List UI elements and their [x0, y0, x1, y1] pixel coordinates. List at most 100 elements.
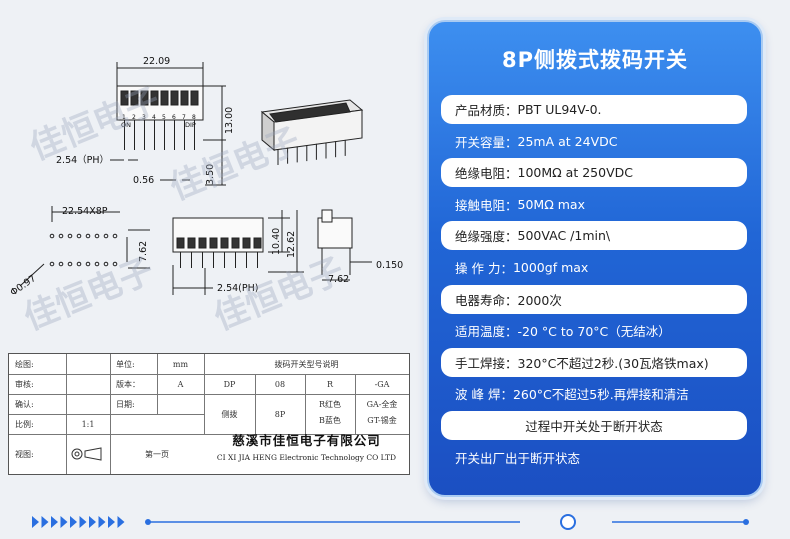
front-actuator — [242, 237, 251, 249]
switch-actuator — [190, 90, 199, 106]
pcb-hole — [76, 261, 82, 267]
dim-side-gap-label: 7.62 — [328, 274, 349, 285]
spec-row: 产品材质：PBT UL94V-0. — [441, 95, 747, 124]
chevron-icon — [41, 516, 49, 528]
front-actuator — [187, 237, 196, 249]
dim-pin-length-label: 3.50 — [205, 164, 216, 185]
scale-label: 比例: — [15, 419, 34, 429]
spec-row: 电器寿命：2000次 — [441, 284, 747, 314]
company-name-en: CI XI JIA HENG Electronic Technology CO … — [204, 448, 409, 466]
chevron-icon — [98, 516, 106, 528]
version-value: A — [177, 379, 184, 389]
switch-actuator — [140, 90, 149, 106]
spec-key: 绝缘电阻： — [455, 166, 518, 182]
pcb-hole-pattern — [49, 233, 118, 267]
review-label: 审核: — [15, 379, 34, 389]
desc-8p: 8P — [274, 409, 286, 419]
dim-row-gap-label: 7.62 — [138, 241, 149, 262]
spec-value: 320°C不超过2秒.(30瓦烙铁max) — [517, 355, 709, 371]
spec-row: 绝缘强度：500VAC /1min\ — [441, 221, 747, 251]
confirm-label: 确认: — [15, 399, 34, 409]
company-name-cn: 慈溪市佳恒电子有限公司 — [204, 430, 409, 448]
chevron-icon — [70, 516, 77, 528]
switch-actuator — [160, 90, 169, 106]
front-actuator — [220, 237, 229, 249]
spec-row: 手工焊接：320°C不超过2秒.(30瓦烙铁max) — [441, 347, 747, 377]
chevron-icon — [117, 516, 125, 528]
switch-actuator — [170, 90, 179, 106]
pin-number: 2 — [132, 114, 136, 121]
front-actuator — [198, 237, 207, 249]
page-label: 第一页 — [145, 449, 169, 459]
pcb-hole — [49, 261, 55, 267]
spec-panel: 8P侧拨式拨码开关 产品材质：PBT UL94V-0. 开关容量：25mA at … — [427, 20, 763, 497]
spec-row: 操 作 力：1000gf max — [441, 253, 747, 282]
spec-key: 适用温度： — [455, 324, 518, 340]
spec-value: -20 °C to 70°C（无结冰） — [517, 324, 671, 340]
pin-number: 8 — [192, 114, 196, 121]
front-view-switches — [176, 237, 262, 249]
spec-key: 手工焊接： — [455, 355, 518, 371]
top-view-body — [116, 85, 204, 121]
front-actuator — [253, 237, 262, 249]
pin-number: 6 — [172, 114, 176, 121]
draw-label: 绘图: — [15, 359, 34, 369]
top-view-pins — [124, 120, 195, 150]
dim-height-label: 13.00 — [224, 107, 235, 134]
company-name-text: 慈溪市佳恒电子有限公司 — [232, 432, 381, 448]
switch-actuator — [180, 90, 189, 106]
spec-key: 产品材质： — [455, 103, 518, 118]
dim-total-height-label: 12.62 — [286, 231, 297, 258]
on-label: ON — [121, 121, 131, 129]
pcb-hole — [67, 233, 73, 239]
spec-key: 电器寿命： — [455, 292, 518, 308]
pcb-hole — [58, 233, 64, 239]
spec-value: 2000次 — [517, 292, 562, 308]
company-en-text: CI XI JIA HENG Electronic Technology CO … — [216, 452, 397, 462]
pcb-hole — [112, 233, 118, 239]
desc-gold: GA-全金 — [366, 399, 398, 409]
technical-drawing: 22.09 13.00 ON DIP 2.54（PH） 0.56 3.50 22… — [8, 56, 403, 298]
panel-title: 8P侧拨式拨码开关 — [501, 48, 688, 72]
pcb-hole — [94, 261, 100, 267]
pcb-hole — [103, 233, 109, 239]
unit-label: 单位: — [116, 359, 135, 369]
spec-key: 操 作 力： — [455, 261, 513, 276]
end-view — [317, 209, 372, 281]
pcb-hole — [94, 233, 100, 239]
spec-row: 波 峰 焊：260°C不超过5秒.再焊接和清洁 — [441, 379, 747, 408]
dim-pitch2-label: 2.54(PH) — [217, 283, 258, 294]
dim-row-span-label: 22.54X8P — [62, 206, 108, 217]
pcb-hole — [76, 233, 82, 239]
view-label: 视图: — [15, 449, 34, 459]
spec-key: 接触电阻： — [455, 197, 518, 213]
desc-blue: B蓝色 — [319, 415, 341, 425]
spec-value: 25mA at 24VDC — [517, 133, 618, 149]
note-open-state-during-process: 过程中开关处于断开状态 — [441, 411, 747, 440]
spec-value: 1000gf max — [512, 260, 589, 275]
spec-row: 开关容量：25mA at 24VDC — [441, 127, 747, 156]
front-actuator — [176, 237, 185, 249]
pcb-hole — [112, 261, 118, 267]
progress-end-dot-icon — [743, 519, 749, 525]
pcb-hole — [85, 233, 91, 239]
chevron-icon — [89, 516, 96, 528]
dim-pitch-label: 2.54（PH） — [56, 154, 109, 166]
dim-side-thickness-label: 0.150 — [376, 260, 403, 271]
scale-value: 1:1 — [81, 419, 95, 429]
spec-key: 绝缘强度： — [455, 229, 518, 245]
drawing-title-block: 绘图: 单位: mm 拨码开关型号说明 审核: 版本： A DP 08 R -G… — [8, 353, 410, 475]
chevron-icon — [32, 516, 39, 528]
projection-symbol-icon — [66, 434, 110, 474]
spec-row: 接触电阻：50MΩ max — [441, 190, 747, 219]
bottom-decoration — [32, 514, 749, 530]
pcb-hole — [49, 233, 55, 239]
pcb-hole — [85, 261, 91, 267]
dim-hole-label: Φ0.97 — [8, 273, 38, 298]
pin-number: 7 — [182, 114, 186, 121]
model-description-header: 拨码开关型号说明 — [274, 359, 339, 369]
version-label: 版本： — [116, 379, 140, 389]
spec-row: 适用温度：-20 °C to 70°C（无结冰） — [441, 316, 747, 345]
code-r: R — [326, 379, 334, 389]
